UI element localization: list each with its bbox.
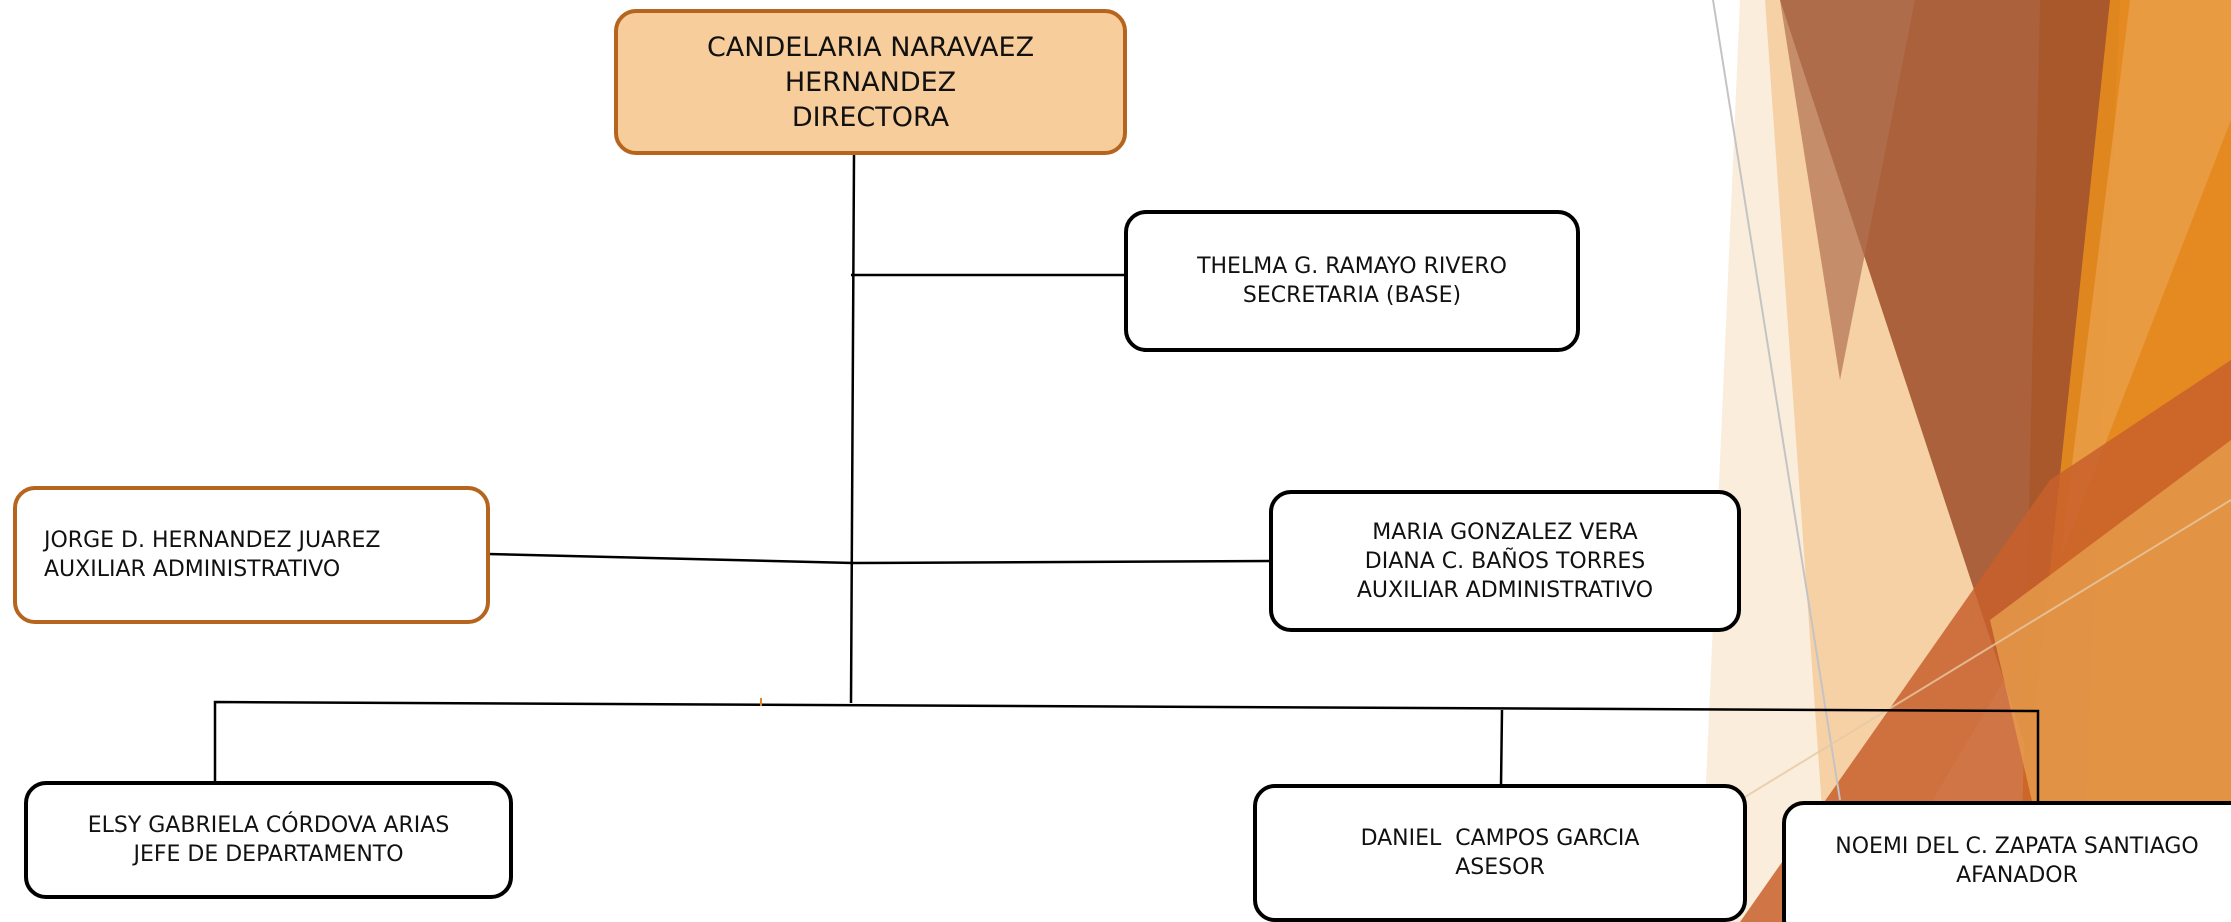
assistant-left-role: AUXILIAR ADMINISTRATIVO: [44, 557, 341, 582]
department-head-role: JEFE DE DEPARTAMENTO: [133, 842, 404, 867]
advisor-role: ASESOR: [1455, 855, 1545, 880]
advisor-box: DANIEL CAMPOS GARCIA ASESOR: [1253, 784, 1747, 922]
director-box: CANDELARIA NARAVAEZ HERNANDEZ DIRECTORA: [614, 9, 1127, 155]
janitor-box: NOEMI DEL C. ZAPATA SANTIAGO AFANADOR: [1782, 801, 2231, 922]
director-title: DIRECTORA: [791, 101, 950, 133]
janitor-name: NOEMI DEL C. ZAPATA SANTIAGO: [1835, 834, 2199, 859]
director-name-line2: HERNANDEZ: [784, 66, 957, 98]
secretary-name: THELMA G. RAMAYO RIVERO: [1197, 254, 1507, 279]
connector-advisor: [1499, 709, 1504, 787]
assistants-right-name1: MARIA GONZALEZ VERA: [1372, 519, 1638, 545]
department-head-box: ELSY GABRIELA CÓRDOVA ARIAS JEFE DE DEPA…: [24, 781, 513, 899]
assistant-left-name: JORGE D. HERNANDEZ JUAREZ: [44, 528, 381, 553]
secretary-box: THELMA G. RAMAYO RIVERO SECRETARIA (BASE…: [1124, 210, 1580, 352]
janitor-role: AFANADOR: [1956, 863, 2078, 888]
connector-assistants-right: [852, 559, 1272, 565]
assistants-right-name2: DIANA C. BAÑOS TORRES: [1364, 548, 1646, 574]
assistants-right-role: AUXILIAR ADMINISTRATIVO: [1356, 577, 1654, 603]
advisor-name: DANIEL CAMPOS GARCIA: [1360, 826, 1640, 851]
department-head-name: ELSY GABRIELA CÓRDOVA ARIAS: [87, 813, 450, 838]
director-name-line1: CANDELARIA NARAVAEZ: [706, 31, 1035, 63]
decor-thin-line-diagonal: [1739, 499, 2231, 801]
decor-thin-line: [1712, 0, 1841, 801]
secretary-role: SECRETARIA (BASE): [1242, 283, 1462, 308]
connector-director-trunk: [849, 154, 856, 704]
connector-bottom-bus: [213, 700, 2040, 802]
assistant-left-box: JORGE D. HERNANDEZ JUAREZ AUXILIAR ADMIN…: [13, 486, 490, 624]
decor-facet-brown-left: [1780, 0, 1915, 380]
connector-assistant-left: [487, 552, 854, 565]
decor-facet-amber: [2060, 0, 2231, 560]
assistants-right-box: MARIA GONZALEZ VERA DIANA C. BAÑOS TORRE…: [1269, 490, 1741, 632]
